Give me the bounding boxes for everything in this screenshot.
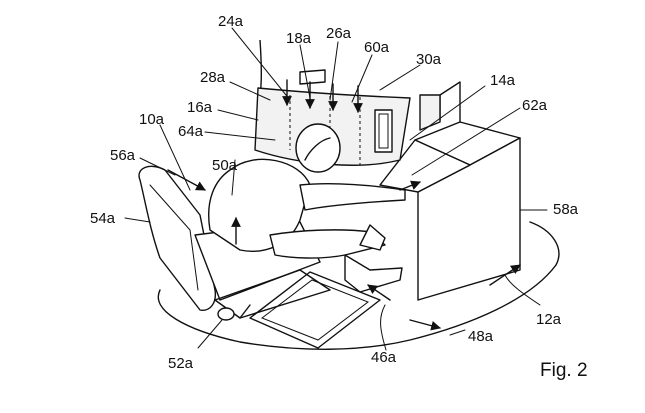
ref-62a: 62a xyxy=(522,97,548,114)
floor-mat-inner xyxy=(260,279,370,341)
ref-60a: 60a xyxy=(364,39,390,56)
figure-label: Fig. 2 xyxy=(540,360,588,381)
ref-10a: 10a xyxy=(139,111,165,128)
ref-14a: 14a xyxy=(490,72,516,89)
dashboard xyxy=(379,81,521,301)
leader-lines xyxy=(124,27,548,351)
floor-outline xyxy=(157,221,560,350)
ref-24a: 24a xyxy=(218,13,244,30)
ref-64a: 64a xyxy=(178,123,204,140)
airbag-curtain xyxy=(254,39,411,166)
ref-54a: 54a xyxy=(90,210,116,227)
ref-18a: 18a xyxy=(286,30,312,47)
occupant xyxy=(208,123,406,293)
force-arrows xyxy=(167,79,521,331)
ref-50a: 50a xyxy=(212,157,238,174)
ref-46a: 46a xyxy=(371,349,397,366)
ref-58a: 58a xyxy=(553,201,579,218)
ref-16a: 16a xyxy=(187,99,213,116)
ref-26a: 26a xyxy=(326,25,352,42)
ref-52a: 52a xyxy=(168,355,194,372)
ref-12a: 12a xyxy=(536,311,562,328)
ref-48a: 48a xyxy=(468,328,494,345)
ref-56a: 56a xyxy=(110,147,136,164)
ref-30a: 30a xyxy=(416,51,442,68)
floor-mat xyxy=(249,271,381,349)
ref-28a: 28a xyxy=(200,69,226,86)
